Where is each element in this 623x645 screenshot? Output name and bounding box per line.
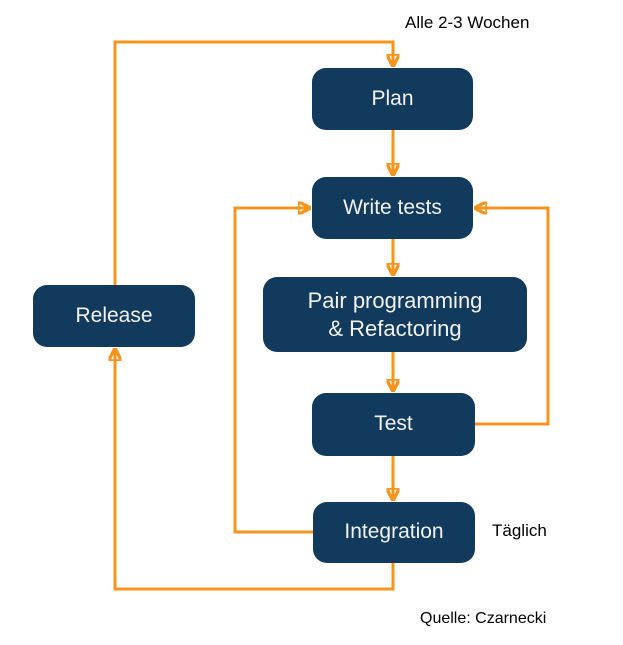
daily-label: Täglich: [492, 521, 547, 540]
node-write-tests-label: Write tests: [343, 195, 442, 219]
node-release: Release: [33, 285, 195, 347]
node-integration-label: Integration: [344, 520, 444, 544]
arrow-integration-to-release-loop: [115, 349, 395, 591]
arrow-integration-to-write-tests-loop: [233, 208, 313, 534]
source-attribution-label: Quelle: Czarnecki: [420, 610, 547, 627]
node-test-label: Test: [374, 412, 413, 436]
arrow-release-to-plan-loop: [113, 40, 393, 285]
node-plan-label: Plan: [371, 86, 414, 110]
node-test: Test: [312, 393, 475, 456]
arrow-test-to-write-tests-loop: [475, 208, 550, 426]
node-integration: Integration: [313, 502, 475, 563]
node-pair-label-line1: Pair programming: [307, 288, 483, 313]
cycle-duration-label: Alle 2-3 Wochen: [405, 13, 530, 32]
node-release-label: Release: [75, 303, 153, 327]
node-pair-programming-refactoring: Pair programming & Refactoring: [263, 277, 527, 352]
node-write-tests: Write tests: [312, 177, 473, 239]
node-pair-label-line2: & Refactoring: [328, 315, 462, 341]
node-plan: Plan: [312, 68, 473, 130]
